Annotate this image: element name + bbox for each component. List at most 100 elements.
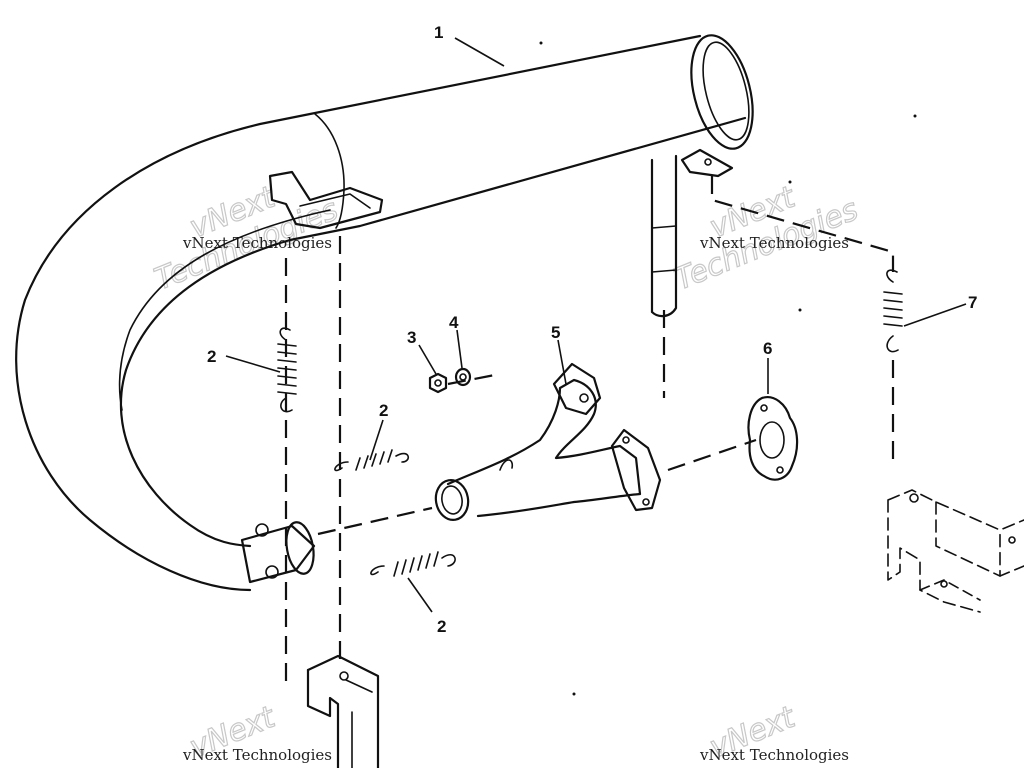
muffler-inlet-tab-top (255, 523, 269, 537)
y-pipe-outlet-flange-hole (642, 498, 650, 506)
watermark-bottom-right: vNext vNext Technologies (699, 699, 849, 766)
alignment-line-right (710, 176, 895, 272)
callout-2-left: 2 (207, 347, 216, 366)
muffler-inlet-ring (285, 521, 315, 575)
spring-coil (355, 449, 393, 471)
leader-2-middle (369, 419, 384, 461)
leader-3 (418, 344, 437, 375)
muffler-assembly (15, 34, 754, 592)
alignment-line-gasket (667, 438, 757, 472)
gasket-bolt-hole (776, 466, 784, 474)
bracket-detail (919, 565, 1024, 601)
muffler-body (15, 34, 702, 592)
callout-2-middle: 2 (379, 401, 388, 420)
spring-hook (441, 553, 456, 567)
leader-7 (903, 303, 967, 327)
bracket-hole (909, 493, 919, 503)
speck (913, 114, 917, 118)
y-pipe-hook (499, 459, 514, 471)
callout-5: 5 (551, 323, 560, 342)
spring-hook (395, 452, 409, 463)
bracket-plate (306, 654, 380, 768)
callout-7: 7 (968, 293, 977, 312)
alignment-lines (284, 176, 895, 690)
spring-hook (280, 397, 293, 413)
bracket-inner (345, 679, 373, 768)
spring-coil (277, 343, 297, 395)
y-pipe-inlet (434, 479, 470, 521)
y-pipe-inlet-inner (441, 485, 463, 515)
muffler-end-cap (690, 34, 754, 150)
washer (454, 367, 472, 387)
leader-1 (454, 37, 505, 67)
washer-hole (459, 373, 467, 381)
callouts: 1 2 2 2 3 4 5 6 7 (207, 23, 977, 636)
watermark-bottom-left: vNext vNext Technologies (182, 699, 332, 766)
callout-3: 3 (407, 328, 416, 347)
callout-2-lower: 2 (437, 617, 446, 636)
spring-right (883, 269, 903, 353)
bracket-side (306, 668, 340, 768)
leader-2-left (225, 355, 281, 373)
spring-hook (279, 327, 291, 341)
speck (572, 692, 576, 696)
muffler-inner-curve (118, 209, 331, 411)
gasket (747, 396, 799, 481)
watermark-top-left: vNext Technologies vNext Technologies (149, 179, 343, 298)
muffler-stub-ring (651, 225, 677, 273)
y-pipe-outlet-flange (610, 428, 662, 512)
frame-bracket-right (887, 489, 1024, 613)
alignment-line-horizontal (317, 506, 433, 536)
callout-6: 6 (763, 339, 772, 358)
frame-bracket-bottom-left (306, 654, 380, 768)
nut-hole (434, 379, 442, 387)
callout-4: 4 (449, 313, 459, 332)
nut (428, 372, 448, 394)
muffler-end-cap-inner (702, 41, 750, 141)
watermark-text: vNext Technologies (699, 746, 849, 764)
gasket-bolt-hole (760, 404, 768, 412)
y-pipe-upper-flange (552, 362, 602, 416)
callout-1: 1 (434, 23, 443, 42)
leader-lines (225, 37, 967, 613)
y-pipe (434, 362, 662, 521)
speck (798, 308, 802, 312)
gasket-outline (747, 396, 799, 481)
bracket-hole (339, 671, 349, 681)
y-pipe-upper-flange-hole (579, 393, 589, 403)
leader-5 (557, 339, 567, 385)
spring-left-upper (277, 327, 297, 413)
leader-4 (456, 329, 463, 369)
watermark-text: vNext Technologies (699, 234, 849, 252)
muffler-inlet-tab-bottom (265, 565, 279, 579)
spring-lower (370, 551, 456, 577)
muffler-stub-pipe (650, 154, 678, 318)
spring-coil (883, 291, 903, 327)
bracket-hole (704, 158, 712, 166)
spring-hook (886, 269, 898, 283)
spring-hook (334, 461, 349, 472)
washer-ring (454, 367, 472, 387)
muffler-left-bracket (268, 170, 384, 230)
speck (539, 41, 543, 45)
watermark-top-right: vNext Technologies vNext Technologies (669, 179, 863, 298)
speck (788, 180, 792, 184)
bracket-hole (1008, 536, 1016, 544)
leader-2-lower (407, 577, 433, 613)
scan-specks (539, 41, 917, 696)
spring-hook (886, 335, 899, 353)
bracket-hole (940, 580, 948, 588)
nut-hex (428, 372, 448, 394)
muffler-left-bracket-edge (299, 193, 371, 209)
spring-coil (393, 551, 439, 577)
spring-middle (334, 449, 409, 472)
watermark-text: vNext Technologies (182, 746, 332, 764)
bracket-outline (887, 489, 1024, 613)
y-pipe-outlet-flange-hole (622, 436, 630, 444)
gasket-hole (759, 421, 785, 459)
y-pipe-body (446, 378, 642, 518)
spring-hook (370, 565, 385, 576)
muffler-inlet-coupling (240, 524, 316, 584)
muffler-right-bracket (680, 148, 734, 178)
